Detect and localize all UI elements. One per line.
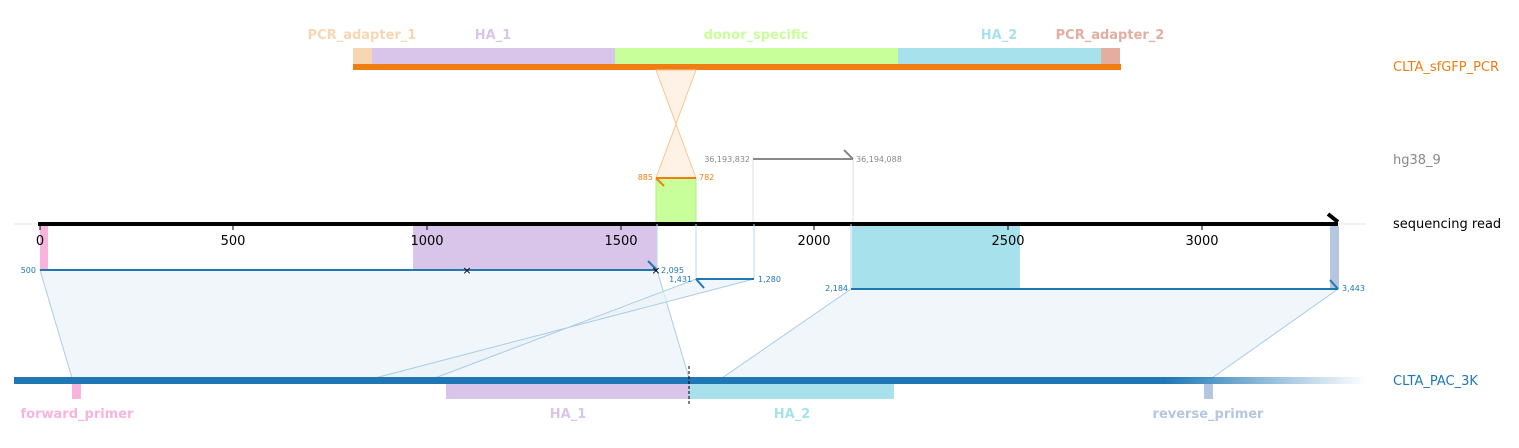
donor-feature-ha-2: [898, 48, 1101, 64]
reference-mappings: [39, 224, 1340, 379]
ref-feature-ha-1: [446, 384, 689, 399]
alignment-1-start: 500: [21, 266, 36, 275]
read-track: 0 500 1000 1500 2000 2500 3000 sequencin…: [14, 212, 1501, 289]
alignment-2-start: 1,431: [669, 275, 692, 284]
read-track-name: sequencing read: [1393, 217, 1501, 232]
reference-track-name: CLTA_PAC_3K: [1393, 374, 1478, 389]
donor-feature-donor-specific: [615, 48, 898, 64]
reference-backbone-fade: [1164, 377, 1366, 384]
donor-backbone: [353, 64, 1121, 70]
donor-alignment-block: 885 782: [638, 173, 714, 223]
ref-label-forward-primer: forward_primer: [21, 407, 135, 422]
alignment-3-arrow: [1329, 279, 1339, 290]
genome-track-name: hg38_9: [1393, 153, 1441, 168]
read-feature-reverse-primer: [1330, 226, 1339, 289]
donor-to-read-mapping: [655, 69, 697, 179]
tick-label: 500: [221, 234, 246, 249]
mismatch-marker: ×: [651, 264, 660, 277]
mismatch-marker: ×: [462, 264, 471, 277]
tick-label: 1500: [604, 234, 637, 249]
alignment-1-arrow: [647, 260, 658, 271]
tick-label: 0: [36, 234, 44, 249]
read-direction-arrow: [1326, 212, 1340, 224]
donor-label-pcr-adapter-2: PCR_adapter_2: [1056, 28, 1165, 43]
read-alignments: × × 500 2,095 1,431 1,280 2,184 3,443: [21, 260, 1365, 293]
tick-label: 2000: [797, 234, 830, 249]
genome-alignment-arrow: [843, 149, 854, 160]
ref-label-reverse-primer: reverse_primer: [1153, 407, 1265, 422]
tick-label: 1000: [410, 234, 443, 249]
donor-feature-pcr-adapter-1: [353, 48, 372, 64]
genome-coord-end: 36,194,088: [856, 155, 902, 164]
reference-backbone: [14, 377, 1164, 384]
ref-feature-reverse-primer: [1204, 384, 1213, 399]
alignment-1-end: 2,095: [661, 266, 684, 275]
mapping-band-1: [39, 269, 690, 379]
donor-label-ha-2: HA_2: [981, 28, 1018, 43]
donor-mapping-band: [655, 69, 697, 179]
read-feature-ha-2: [852, 226, 1020, 289]
donor-feature-pcr-adapter-2: [1101, 48, 1120, 64]
alignment-2-end: 1,280: [758, 275, 781, 284]
donor-feature-ha-1: [372, 48, 615, 64]
ref-label-ha-1: HA_1: [550, 407, 587, 422]
genome-coord-start: 36,193,832: [704, 155, 750, 164]
donor-label-ha-1: HA_1: [475, 28, 512, 43]
read-axis-ticks: 0 500 1000 1500 2000 2500 3000: [36, 224, 1219, 249]
alignment-2-arrow: [695, 278, 705, 289]
read-feature-forward-primer: [40, 226, 48, 270]
ref-feature-forward-primer: [72, 384, 81, 399]
genome-alignment: 36,193,832 36,194,088 hg38_9: [704, 149, 1441, 223]
donor-label-donor-specific: donor_specific: [704, 28, 809, 43]
tick-label: 3000: [1185, 234, 1218, 249]
tick-label: 2500: [991, 234, 1024, 249]
donor-label-pcr-adapter-1: PCR_adapter_1: [308, 28, 417, 43]
donor-alignment-end: 782: [699, 173, 714, 182]
donor-track-name: CLTA_sfGFP_PCR: [1393, 60, 1499, 75]
ref-feature-ha-2: [689, 384, 894, 399]
donor-alignment-arrow: [655, 177, 665, 187]
mapping-band-3: [720, 288, 1340, 379]
reference-track: forward_primer HA_1 HA_2 reverse_primer …: [14, 366, 1478, 422]
donor-track: PCR_adapter_1 HA_1 donor_specific HA_2 P…: [308, 28, 1499, 75]
donor-alignment-start: 885: [638, 173, 653, 182]
alignment-3-end: 3,443: [1342, 284, 1365, 293]
read-feature-ha-1: [413, 226, 657, 270]
ref-label-ha-2: HA_2: [774, 407, 811, 422]
alignment-3-start: 2,184: [825, 284, 848, 293]
